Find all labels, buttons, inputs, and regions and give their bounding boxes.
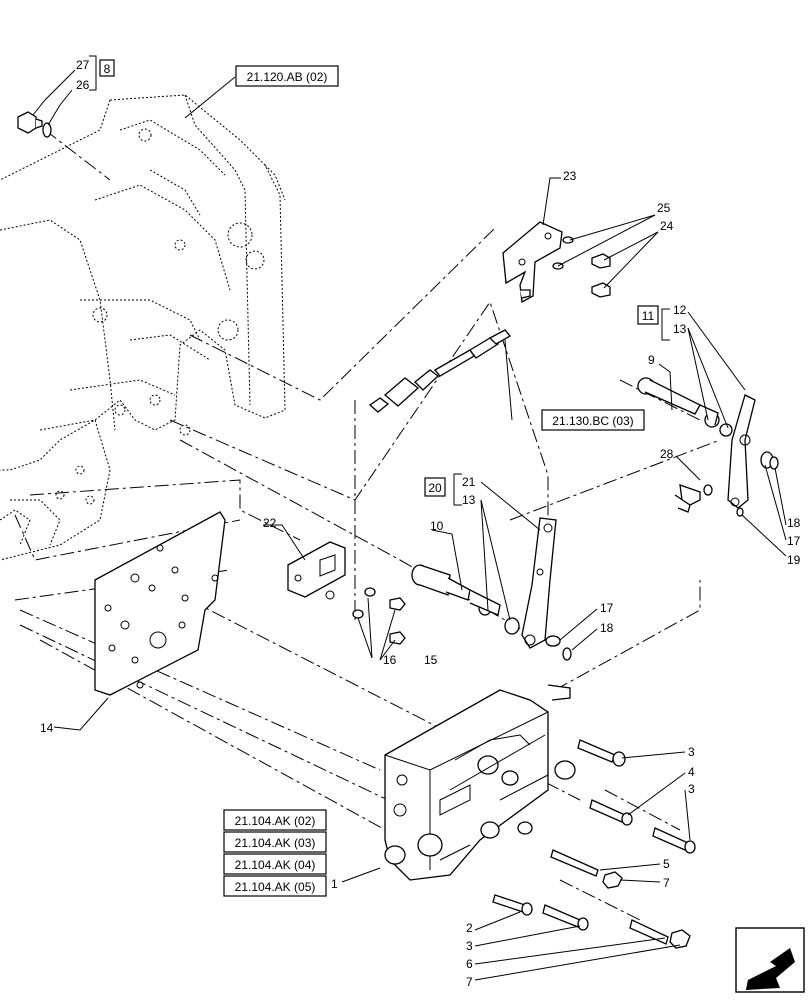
callout: 5 xyxy=(663,857,670,871)
navigation-arrow-icon[interactable] xyxy=(735,927,805,993)
bracket-part-23 xyxy=(502,221,563,304)
callout: 22 xyxy=(263,516,277,530)
reference-box-21-120-ab[interactable]: 21.120.AB (02) xyxy=(235,65,339,87)
callout: 2 xyxy=(466,921,473,935)
callout-numbers: 27 26 23 25 24 12 13 9 28 18 17 19 21 13… xyxy=(40,58,801,989)
shaft-part-10 xyxy=(411,564,520,635)
callout: 14 xyxy=(40,721,54,735)
reference-box-21-104-ak-04[interactable]: 21.104.AK (04) xyxy=(223,853,327,875)
bolts-washers-24-25 xyxy=(552,236,611,298)
kit-label: 20 xyxy=(428,481,442,495)
reference-label: 21.104.AK (05) xyxy=(235,880,316,894)
reference-box-21-130-bc[interactable]: 21.130.BC (03) xyxy=(541,409,645,431)
reference-label: 21.120.AB (02) xyxy=(247,70,328,84)
callout: 17 xyxy=(600,601,614,615)
callout: 6 xyxy=(466,957,473,971)
valve-block xyxy=(384,684,576,881)
leader-lines xyxy=(32,55,787,981)
lever-part-12 xyxy=(727,394,779,517)
callout: 28 xyxy=(660,447,674,461)
callout: 23 xyxy=(563,169,577,183)
cable-assembly xyxy=(368,329,511,413)
kit-box-11[interactable]: 11 xyxy=(637,305,659,325)
bracket-part-22 xyxy=(287,541,406,645)
reference-box-21-104-ak-02[interactable]: 21.104.AK (02) xyxy=(223,809,327,831)
reference-label: 21.104.AK (04) xyxy=(235,858,316,872)
kit-label: 11 xyxy=(642,309,655,323)
callout: 15 xyxy=(424,653,438,667)
lever-part-21 xyxy=(521,517,572,661)
callout: 7 xyxy=(663,876,670,890)
plug-and-oring xyxy=(17,111,52,138)
kit-label: 8 xyxy=(104,62,111,76)
callout: 21 xyxy=(462,475,476,489)
callout: 16 xyxy=(383,653,397,667)
callout: 1 xyxy=(331,877,338,891)
callout: 9 xyxy=(648,353,655,367)
callout: 13 xyxy=(462,493,476,507)
callout: 3 xyxy=(688,782,695,796)
bolts-2-to-7 xyxy=(492,739,696,949)
callout: 3 xyxy=(688,745,695,759)
gasket-plate xyxy=(94,511,226,696)
callout: 18 xyxy=(787,516,801,530)
callout: 10 xyxy=(430,519,444,533)
callout: 24 xyxy=(660,219,674,233)
callout: 25 xyxy=(657,201,671,215)
reference-label: 21.104.AK (03) xyxy=(235,836,316,850)
callout: 26 xyxy=(76,78,90,92)
assembly-guide-lines xyxy=(14,129,721,921)
kit-box-8[interactable]: 8 xyxy=(99,59,115,77)
reference-box-21-104-ak-03[interactable]: 21.104.AK (03) xyxy=(223,831,327,853)
reference-label: 21.130.BC (03) xyxy=(552,414,633,428)
transmission-housing xyxy=(0,94,286,561)
reference-label: 21.104.AK (02) xyxy=(235,814,316,828)
reference-box-21-104-ak-05[interactable]: 21.104.AK (05) xyxy=(223,875,327,897)
callout: 19 xyxy=(787,553,801,567)
shaft-part-9 xyxy=(637,377,733,437)
kit-box-20[interactable]: 20 xyxy=(424,477,446,497)
pin-part-28 xyxy=(674,484,713,513)
callout: 27 xyxy=(76,58,90,72)
callout: 13 xyxy=(673,322,687,336)
callout: 7 xyxy=(466,975,473,989)
callout: 18 xyxy=(600,621,614,635)
callout: 17 xyxy=(787,534,801,548)
callout: 4 xyxy=(688,765,695,779)
callout: 12 xyxy=(673,303,687,317)
callout: 3 xyxy=(466,939,473,953)
